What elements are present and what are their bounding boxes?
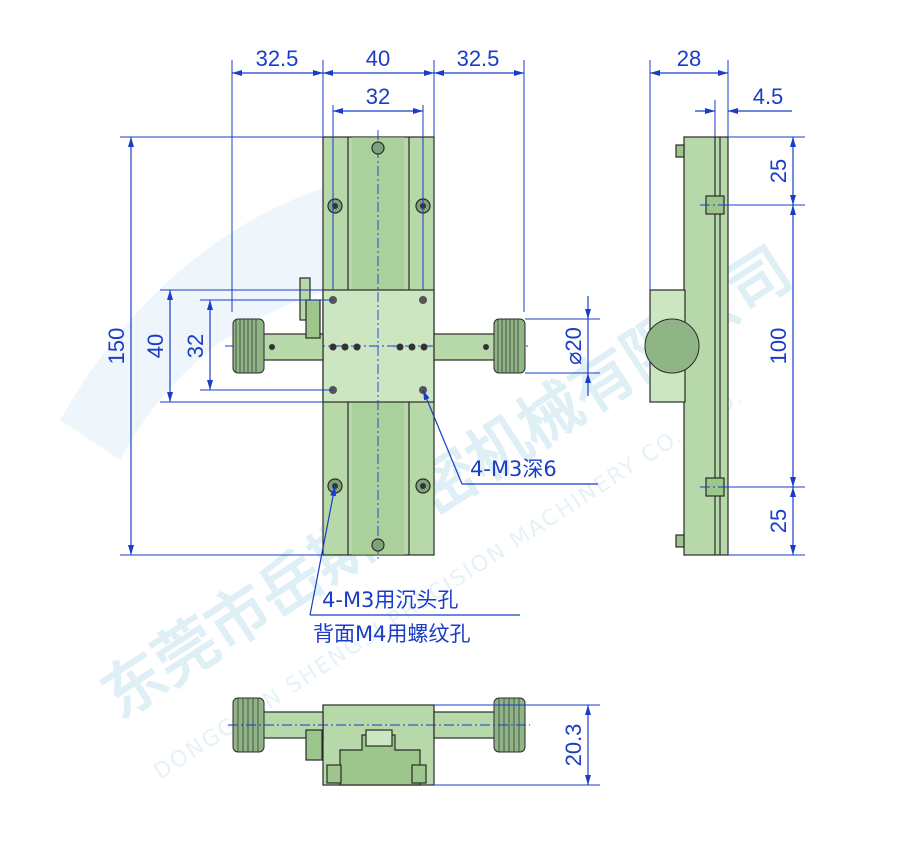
dim-side-width: 28 — [677, 46, 701, 71]
dimension-lines — [120, 60, 805, 786]
dim-knob-dia: ⌀20 — [561, 327, 586, 365]
dim-top-left: 32.5 — [256, 46, 299, 71]
dim-side-step: 4.5 — [753, 84, 784, 109]
dim-total-length: 150 — [104, 328, 129, 365]
note-counterbore-1: 4-M3用沉头孔 — [322, 588, 458, 612]
right-knob — [493, 318, 526, 374]
watermark-logo-shape — [60, 170, 390, 460]
front-view — [228, 697, 530, 786]
dim-side-bottom: 25 — [766, 509, 791, 533]
dim-top-mid: 40 — [366, 46, 390, 71]
dim-side-mid: 100 — [766, 328, 791, 365]
dim-hole-spacing: 32 — [183, 334, 208, 358]
dim-side-top: 25 — [766, 159, 791, 183]
side-view-knob — [644, 318, 700, 374]
dim-top-inner: 32 — [366, 84, 390, 109]
dim-top-right: 32.5 — [457, 46, 500, 71]
rail-holes — [327, 141, 431, 552]
dimension-labels: 32.5 40 32.5 32 28 4.5 150 40 32 ⌀20 25 … — [104, 46, 791, 766]
notes: 4-M3深6 4-M3用沉头孔 背面M4用螺纹孔 — [313, 457, 557, 646]
left-knob — [232, 318, 265, 374]
note-tapped-holes: 4-M3深6 — [470, 457, 557, 481]
dim-height: 20.3 — [561, 724, 586, 767]
dim-carriage-length: 40 — [143, 334, 168, 358]
top-view — [225, 130, 530, 562]
side-view — [644, 136, 740, 556]
lock-lever — [299, 277, 311, 321]
note-counterbore-2: 背面M4用螺纹孔 — [313, 622, 470, 646]
